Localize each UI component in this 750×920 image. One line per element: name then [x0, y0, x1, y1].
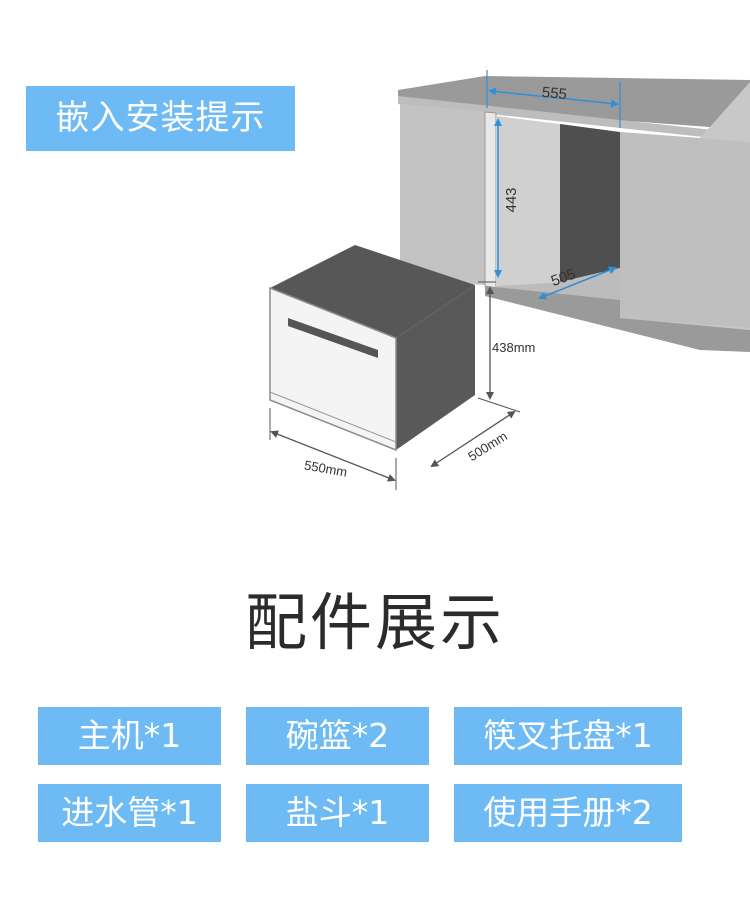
cabinet-back-wall — [496, 116, 560, 286]
unit-depth-line — [430, 410, 516, 468]
dishwasher-unit — [269, 245, 475, 452]
cabinet-width-label: 555 — [541, 84, 567, 103]
install-tips-banner: 嵌入安装提示 — [26, 86, 295, 151]
accessory-dish-basket: 碗篮*2 — [246, 707, 429, 765]
install-tips-title: 嵌入安装提示 — [55, 98, 266, 138]
cabinet — [398, 76, 750, 352]
cabinet-depth-line — [538, 266, 617, 300]
accessory-user-manual: 使用手册*2 — [454, 784, 682, 842]
unit-depth-label: 500mm — [465, 428, 510, 464]
unit-depth-guide — [477, 397, 521, 413]
accessories-title: 配件展示 — [244, 586, 505, 659]
accessories-grid: 主机*1 碗篮*2 筷叉托盘*1 进水管*1 盐斗*1 使用手册*2 — [38, 707, 718, 842]
accessory-inlet-hose: 进水管*1 — [38, 784, 221, 842]
accessory-cutlery-tray: 筷叉托盘*1 — [454, 707, 682, 765]
cabinet-width-line — [488, 87, 619, 108]
installation-diagram: 555 443 505 438mm 550mm 500mm — [269, 70, 750, 490]
accessory-main-unit: 主机*1 — [38, 707, 221, 765]
accessory-salt-funnel: 盐斗*1 — [246, 784, 429, 842]
cabinet-shelf-front — [398, 96, 750, 142]
cabinet-dark-interior — [560, 124, 620, 282]
cabinet-left-edge — [484, 111, 497, 289]
cabinet-base-strip — [485, 286, 750, 352]
cabinet-right-front — [620, 132, 750, 328]
dishwasher-side — [396, 285, 475, 450]
unit-width-line — [270, 430, 396, 482]
cabinet-height-label: 443 — [503, 187, 520, 212]
dishwasher-handle — [288, 318, 378, 358]
unit-height-label: 438mm — [492, 340, 535, 355]
dishwasher-top — [270, 245, 475, 338]
cabinet-left-panel — [400, 104, 490, 285]
unit-width-label: 550mm — [303, 457, 348, 479]
